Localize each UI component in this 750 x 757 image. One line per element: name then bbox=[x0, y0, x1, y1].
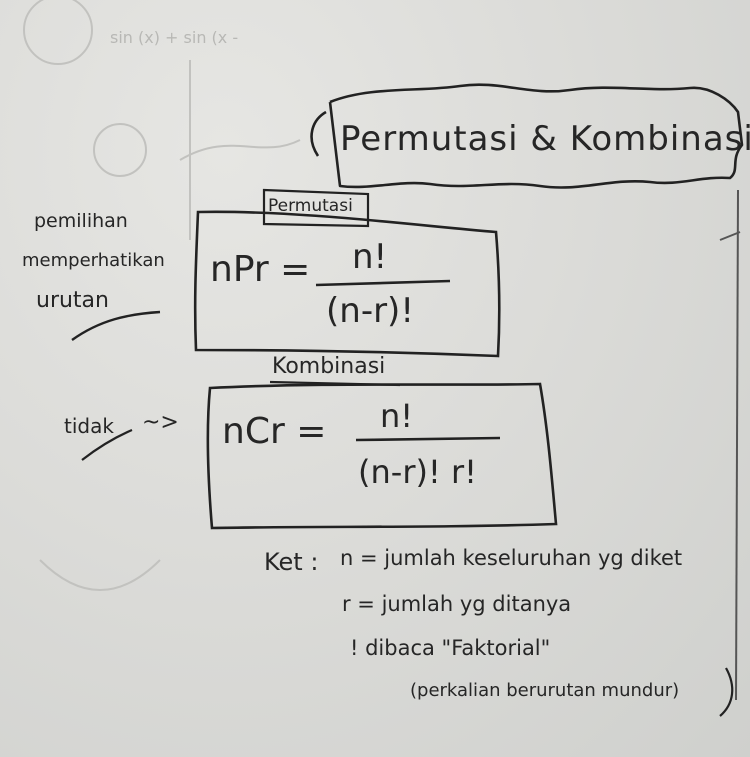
kombinasi-formula-lhs: nCr = bbox=[222, 411, 327, 452]
arrow-icon: ~> bbox=[142, 410, 179, 435]
permutasi-label: Permutasi bbox=[268, 196, 353, 216]
ket-label: Ket : bbox=[264, 548, 319, 576]
ket-line-factorial: ! dibaca "Faktorial" bbox=[350, 636, 551, 660]
permutasi-note-line-1: pemilihan bbox=[34, 210, 128, 232]
permutasi-numerator: n! bbox=[352, 237, 388, 277]
kombinasi-formula-box bbox=[206, 382, 558, 530]
faint-erased-marks bbox=[23, 0, 301, 591]
ket-line-explanation: (perkalian berurutan mundur) bbox=[410, 680, 680, 701]
kombinasi-note: tidak bbox=[64, 414, 114, 438]
ket-line-r: r = jumlah yg ditanya bbox=[342, 592, 572, 616]
permutasi-formula-box bbox=[193, 210, 501, 358]
title-banner bbox=[328, 83, 744, 189]
kombinasi-denominator: (n-r)! r! bbox=[358, 453, 477, 491]
kombinasi-numerator: n! bbox=[380, 397, 414, 435]
permutasi-note-line-2: memperhatikan bbox=[22, 250, 165, 271]
page-title: Permutasi & Kombinasi bbox=[340, 119, 750, 159]
ket-line-n: n = jumlah keseluruhan yg diket bbox=[340, 546, 683, 570]
faint-background-text: sin (x) + sin (x - bbox=[110, 28, 239, 47]
permutasi-note-line-3: urutan bbox=[36, 288, 109, 313]
permutasi-formula-lhs: nPr = bbox=[210, 249, 311, 290]
kombinasi-label: Kombinasi bbox=[272, 354, 386, 379]
permutasi-denominator: (n-r)! bbox=[326, 291, 414, 331]
